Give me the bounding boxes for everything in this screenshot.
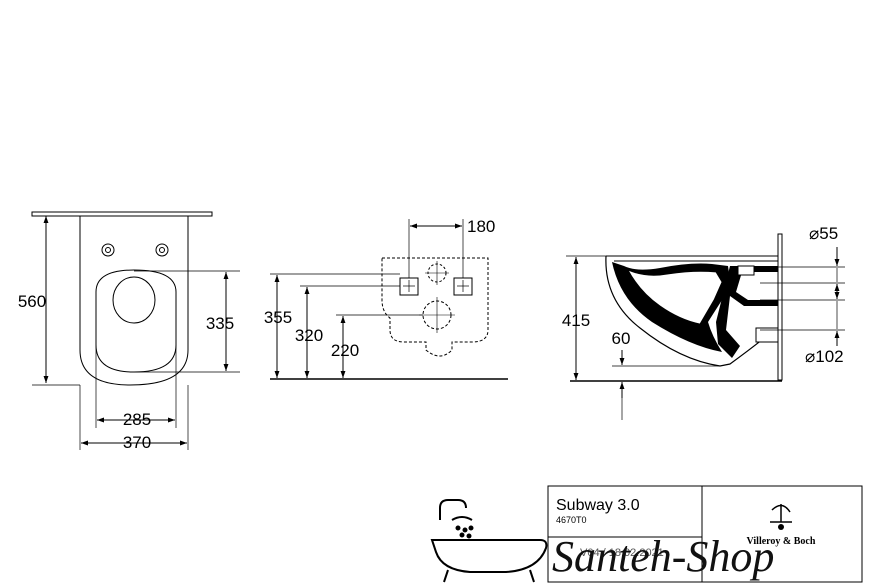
- front-fixing-bolt-right: [155, 243, 169, 257]
- svg-text:Villeroy & Boch: Villeroy & Boch: [747, 536, 816, 547]
- dim-355-label: 355: [264, 308, 292, 327]
- villeroy-boch-logo: Villeroy & Boch: [747, 504, 816, 547]
- side-wall: [777, 233, 783, 381]
- shop-watermark: Santeh-Shop: [552, 532, 774, 581]
- rear-view: [270, 219, 508, 380]
- dim-102-label: ⌀102: [805, 347, 844, 366]
- dim-285-label: 285: [123, 410, 151, 429]
- dim-370-label: 370: [123, 433, 151, 452]
- front-bowl-outline: [79, 216, 189, 386]
- side-trap: [716, 266, 778, 358]
- title-block-article: 4670T0: [556, 515, 587, 525]
- rear-dashed-outline: [381, 257, 489, 357]
- dim-560-label: 560: [18, 292, 46, 311]
- side-water-inlet: [737, 265, 755, 276]
- dim-335-label: 335: [206, 314, 234, 333]
- dim-180-label: 180: [467, 217, 495, 236]
- side-bowl-inner-cavity: [627, 269, 723, 325]
- dim-220-label: 220: [331, 341, 359, 360]
- front-fixing-bolt-left: [101, 243, 115, 257]
- title-block: [547, 485, 863, 583]
- title-block-model: Subway 3.0: [556, 497, 640, 514]
- dim-320-label: 320: [295, 326, 323, 345]
- title-block-revision: V04 / 18.02.2021: [580, 547, 664, 559]
- front-bowl-opening: [112, 276, 156, 324]
- dim-415-label: 415: [562, 311, 590, 330]
- side-bowl-outer: [605, 255, 778, 367]
- side-seat-outline: [606, 255, 779, 262]
- side-view: [566, 233, 845, 420]
- front-wall-plate: [31, 211, 213, 217]
- dim-60-label: 60: [612, 329, 631, 348]
- shop-logo-bathtub-icon: [430, 499, 548, 583]
- front-view: [31, 211, 240, 450]
- front-seat-outline: [95, 269, 177, 373]
- dim-55-label: ⌀55: [809, 224, 838, 243]
- side-waste-outlet-pipe: [755, 327, 779, 343]
